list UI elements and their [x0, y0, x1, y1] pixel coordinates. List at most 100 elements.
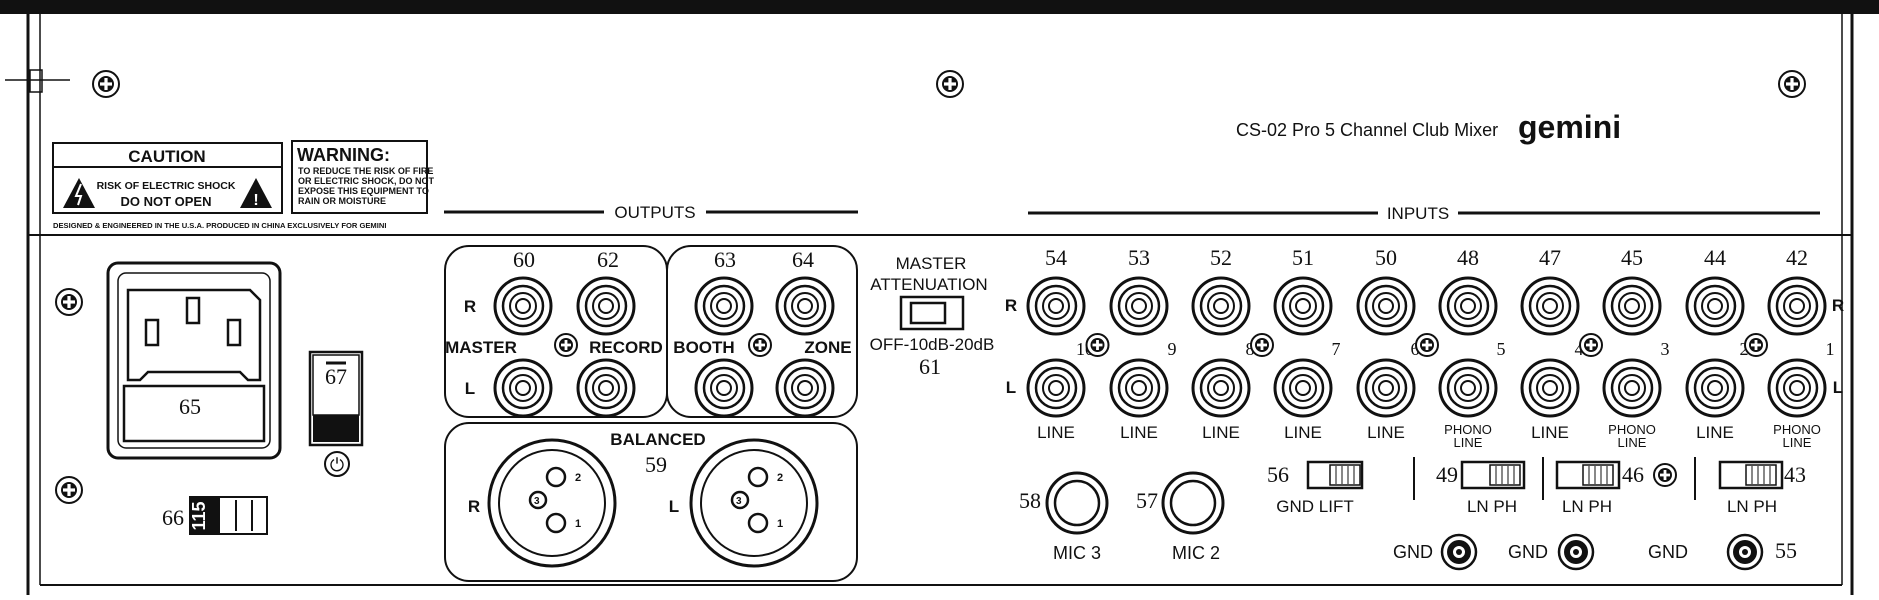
pin-3-label: 3 — [534, 496, 540, 507]
voltage-label: 115 — [189, 501, 209, 530]
booth-r-rca-jack[interactable] — [694, 276, 754, 336]
booth-label: BOOTH — [673, 338, 734, 357]
booth-l-rca-jack[interactable] — [694, 358, 754, 418]
warning-label: WARNING: TO REDUCE THE RISK OF FIRE OR E… — [291, 140, 435, 214]
input-r-rca-jack[interactable] — [1520, 276, 1580, 336]
power-switch[interactable]: 67 — [308, 350, 364, 447]
input-l-rca-jack[interactable] — [1191, 358, 1251, 418]
jack-screw-icon — [748, 333, 772, 357]
master-record-outputs: 60 62 R L MASTER RECORD — [444, 245, 668, 418]
ground-post-icon[interactable] — [1440, 533, 1478, 571]
caution-line-1: RISK OF ELECTRIC SHOCK — [97, 180, 236, 192]
input-l-rca-jack[interactable] — [1438, 358, 1498, 418]
input-channel-number: 5 — [1497, 339, 1506, 359]
input-r-rca-jack[interactable] — [1026, 276, 1086, 336]
voltage-selector[interactable]: 66 115 — [162, 496, 268, 535]
input-l-rca-jack[interactable] — [1273, 358, 1333, 418]
master-attenuation-switch[interactable]: MASTER ATTENUATION OFF-10dB-20dB 61 — [870, 254, 995, 379]
master-r-rca-jack[interactable] — [493, 276, 553, 336]
gnd-label: GND — [1393, 542, 1433, 562]
input-type-label: LINE — [1367, 423, 1405, 442]
input-43-selector-switch[interactable]: 43 LN PH — [1718, 460, 1806, 516]
outputs-heading: OUTPUTS — [614, 203, 695, 222]
record-output-number: 62 — [597, 247, 619, 272]
input-r-rca-jack[interactable] — [1191, 276, 1251, 336]
input-r-rca-jack[interactable] — [1109, 276, 1169, 336]
zone-r-rca-jack[interactable] — [775, 276, 835, 336]
input-l-rca-jack[interactable] — [1767, 358, 1827, 418]
inputs-left-label: L — [1006, 378, 1016, 397]
input-top-number: 42 — [1786, 245, 1808, 270]
input-channel-number: 7 — [1332, 339, 1341, 359]
input-r-rca-jack[interactable] — [1685, 276, 1745, 336]
record-r-rca-jack[interactable] — [576, 276, 636, 336]
caution-title: CAUTION — [128, 147, 205, 166]
pin-1-label: 1 — [777, 518, 783, 530]
balanced-r-xlr-jack[interactable]: 2 3 1 — [487, 438, 617, 568]
ground-post-icon[interactable] — [1726, 533, 1764, 571]
input-r-rca-jack[interactable] — [1273, 276, 1333, 336]
right-channel-label: R — [464, 297, 476, 316]
input-r-rca-jack[interactable] — [1602, 276, 1662, 336]
input-type-label: LINE — [1531, 423, 1569, 442]
record-l-rca-jack[interactable] — [576, 358, 636, 418]
ground-post-icon[interactable] — [1557, 533, 1595, 571]
attenuation-options: OFF-10dB-20dB — [870, 335, 995, 354]
input-46-selector-switch[interactable]: 46 LN PH — [1555, 460, 1644, 516]
balanced-r-label: R — [468, 497, 480, 516]
booth-output-number: 63 — [714, 247, 736, 272]
input-l-rca-jack[interactable] — [1356, 358, 1416, 418]
panel-screw-icon — [55, 476, 83, 504]
mic-2-jack[interactable]: 57 MIC 2 — [1136, 471, 1225, 563]
switch-43-number: 43 — [1784, 462, 1806, 487]
designed-in-usa-text: DESIGNED & ENGINEERED IN THE U.S.A. PROD… — [53, 221, 386, 230]
pin-2-label: 2 — [777, 472, 783, 484]
input-channel-number: 2 — [1740, 339, 1749, 359]
jack-screw-icon — [1744, 333, 1768, 357]
panel-screw-icon — [936, 70, 964, 98]
zone-l-rca-jack[interactable] — [775, 358, 835, 418]
pin-3-label: 3 — [736, 496, 742, 507]
gnd-number: 55 — [1775, 538, 1797, 563]
pin-1-label: 1 — [575, 518, 581, 530]
input-channel-number: 4 — [1575, 339, 1584, 359]
jack-screw-icon — [1579, 333, 1603, 357]
input-l-rca-jack[interactable] — [1109, 358, 1169, 418]
input-l-rca-jack[interactable] — [1685, 358, 1745, 418]
switch-46-label: LN PH — [1562, 497, 1612, 516]
voltage-selector-number: 66 — [162, 505, 184, 530]
input-r-rca-jack[interactable] — [1356, 276, 1416, 336]
balanced-l-xlr-jack[interactable]: 2 3 1 — [689, 438, 819, 568]
input-l-rca-jack[interactable] — [1602, 358, 1662, 418]
inputs-left-label: L — [1833, 378, 1843, 397]
panel-screw-icon — [55, 288, 83, 316]
switch-46-number: 46 — [1622, 462, 1644, 487]
ac-power-inlet[interactable]: 65 — [106, 261, 282, 460]
input-type-label: LINE — [1783, 435, 1812, 450]
mic-3-jack[interactable]: 58 MIC 3 — [1019, 471, 1109, 563]
mic-2-number: 57 — [1136, 488, 1158, 513]
master-l-rca-jack[interactable] — [493, 358, 553, 418]
master-label: MASTER — [445, 338, 517, 357]
input-top-number: 54 — [1045, 245, 1067, 270]
input-l-rca-jack[interactable] — [1026, 358, 1086, 418]
input-r-rca-jack[interactable] — [1767, 276, 1827, 336]
ground-lift-switch[interactable]: 56 GND LIFT — [1267, 460, 1364, 516]
input-type-label: LINE — [1618, 435, 1647, 450]
input-type-label: PHONO — [1773, 422, 1821, 437]
warning-line-1: TO REDUCE THE RISK OF FIRE — [298, 166, 433, 176]
pin-2-label: 2 — [575, 472, 581, 484]
jack-screw-icon — [1415, 333, 1439, 357]
input-r-rca-jack[interactable] — [1438, 276, 1498, 336]
input-type-label: PHONO — [1608, 422, 1656, 437]
svg-text:!: ! — [253, 192, 258, 209]
record-label: RECORD — [589, 338, 663, 357]
input-49-selector-switch[interactable]: 49 LN PH — [1436, 460, 1526, 516]
mic-3-label: MIC 3 — [1053, 543, 1101, 563]
brand-logo: gemini — [1518, 109, 1621, 145]
input-type-label: LINE — [1454, 435, 1483, 450]
exclamation-warning-icon — [240, 178, 272, 208]
panel-screw-icon — [1778, 70, 1806, 98]
input-l-rca-jack[interactable] — [1520, 358, 1580, 418]
